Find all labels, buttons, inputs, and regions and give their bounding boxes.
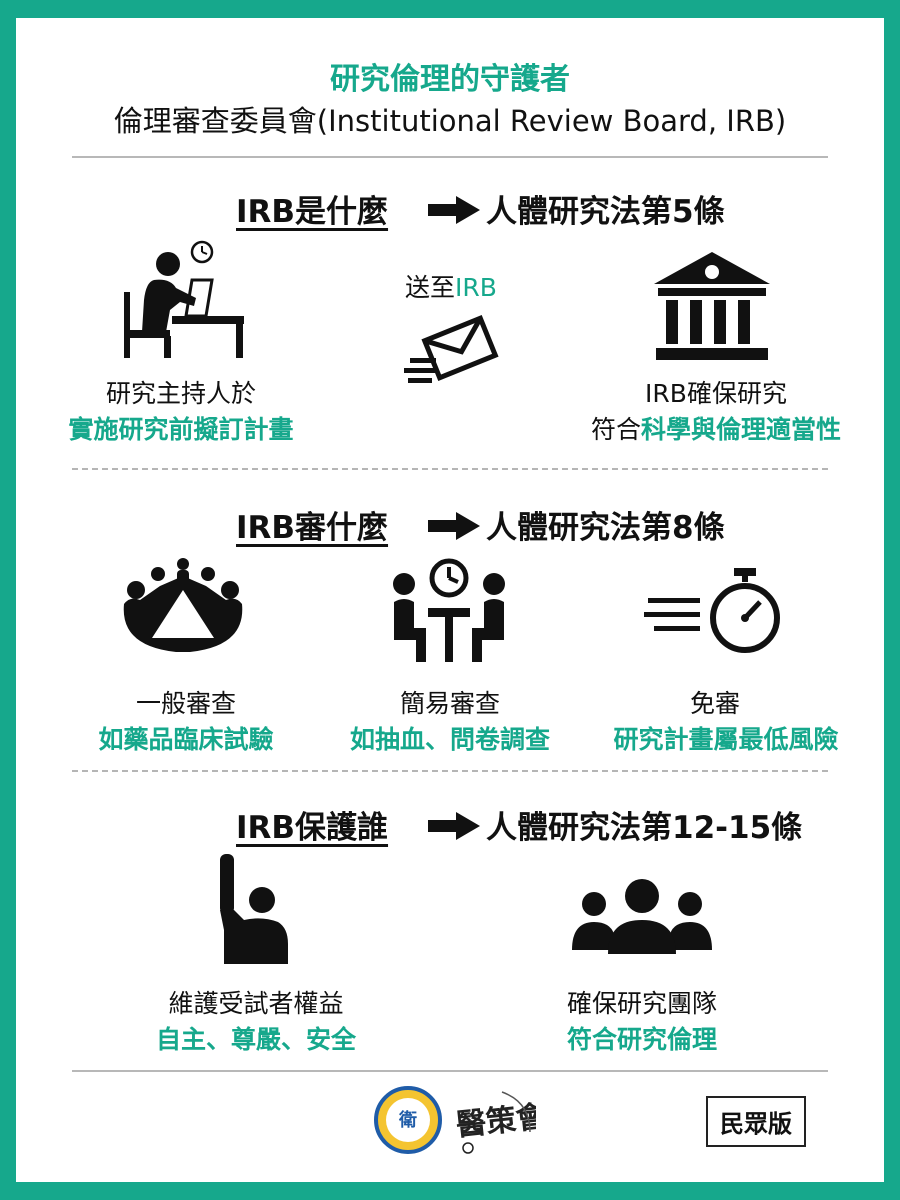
infographic-card: 研究倫理的守護者 倫理審查委員會(Institutional Review Bo… bbox=[16, 18, 884, 1182]
envelope-icon bbox=[404, 314, 499, 383]
section2-arrow-icon bbox=[428, 512, 480, 540]
section1-law: 人體研究法第5條 bbox=[486, 194, 725, 230]
section3-heading: IRB保護誰 bbox=[236, 810, 389, 846]
section1-arrow-icon bbox=[428, 196, 480, 224]
ensure-team-desc: 符合研究倫理 bbox=[566, 1025, 717, 1054]
send-to-irb-label: 送至IRB bbox=[405, 273, 497, 302]
meeting-table-icon bbox=[123, 558, 243, 652]
divider-dashed-1 bbox=[72, 468, 828, 470]
protect-subjects-title: 維護受試者權益 bbox=[168, 989, 344, 1018]
general-review-title: 一般審查 bbox=[135, 689, 236, 718]
svg-text:衛: 衛 bbox=[398, 1109, 417, 1131]
public-edition-badge: 民眾版 bbox=[706, 1096, 806, 1147]
top-divider bbox=[72, 156, 828, 158]
exempt-review-title: 免審 bbox=[689, 689, 740, 718]
section1-heading: IRB是什麼 bbox=[236, 194, 389, 230]
group-people-icon bbox=[572, 879, 712, 954]
ensure-team-title: 確保研究團隊 bbox=[566, 989, 717, 1018]
section1-right-line2: 符合科學與倫理適當性 bbox=[590, 415, 842, 444]
institution-building-icon bbox=[654, 252, 770, 360]
researcher-at-desk-icon bbox=[124, 240, 244, 358]
section3-law: 人體研究法第12-15條 bbox=[486, 810, 803, 846]
consultation-clock-icon bbox=[393, 558, 505, 662]
section1-right-line1: IRB確保研究 bbox=[645, 379, 787, 408]
raised-hand-person-icon bbox=[220, 854, 288, 964]
page-subtitle: 倫理審查委員會(Institutional Review Board, IRB) bbox=[113, 104, 787, 138]
section2-law: 人體研究法第8條 bbox=[486, 510, 725, 546]
divider-dashed-2 bbox=[72, 770, 828, 772]
joint-commission-logo: 醫策會 bbox=[454, 1091, 536, 1154]
fast-stopwatch-icon bbox=[644, 568, 780, 653]
protect-subjects-desc: 自主、尊嚴、安全 bbox=[155, 1025, 356, 1054]
exempt-review-desc: 研究計畫屬最低風險 bbox=[613, 725, 839, 754]
ministry-seal-logo: 衛 bbox=[374, 1086, 442, 1154]
section3-arrow-icon bbox=[428, 812, 480, 840]
section1-left-line2: 實施研究前擬訂計畫 bbox=[68, 415, 294, 444]
expedited-review-title: 簡易審查 bbox=[399, 689, 500, 718]
bottom-divider bbox=[72, 1070, 828, 1072]
section2-heading: IRB審什麼 bbox=[236, 510, 389, 546]
section1-left-line1: 研究主持人於 bbox=[105, 379, 256, 408]
general-review-desc: 如藥品臨床試驗 bbox=[98, 725, 274, 754]
page-title: 研究倫理的守護者 bbox=[330, 62, 570, 97]
svg-text:醫策會: 醫策會 bbox=[454, 1099, 536, 1143]
expedited-review-desc: 如抽血、問卷調查 bbox=[349, 725, 550, 754]
